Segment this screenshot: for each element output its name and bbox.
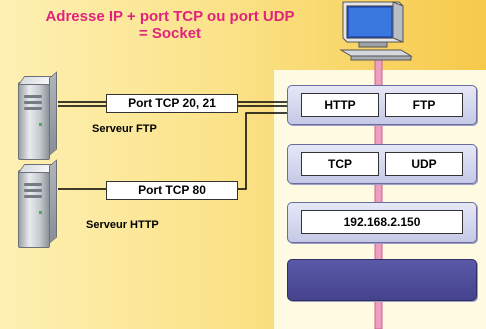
application-layer: HTTP FTP — [287, 85, 477, 125]
port-label-ftp: Port TCP 20, 21 — [106, 94, 238, 113]
transport-layer: TCP UDP — [287, 144, 477, 184]
server-icon — [18, 159, 57, 248]
port-label-http: Port TCP 80 — [106, 181, 238, 200]
layer-box-tcp: TCP — [301, 152, 379, 176]
computer-icon — [339, 1, 413, 61]
title-line-1: Adresse IP + port TCP ou port UDP — [45, 8, 295, 25]
server-icon — [18, 71, 57, 160]
server-ftp-label: Serveur FTP — [92, 123, 157, 135]
network-layer: 192.168.2.150 — [287, 202, 477, 243]
layer-box-udp: UDP — [385, 152, 463, 176]
diagram-title: Adresse IP + port TCP ou port UDP = Sock… — [0, 8, 340, 42]
server-http-label: Serveur HTTP — [86, 219, 159, 231]
ip-address-box: 192.168.2.150 — [301, 210, 463, 234]
layer-box-http: HTTP — [301, 93, 379, 117]
title-line-2: = Socket — [138, 25, 202, 42]
layer-box-ftp: FTP — [385, 93, 463, 117]
link-layer — [287, 259, 477, 301]
